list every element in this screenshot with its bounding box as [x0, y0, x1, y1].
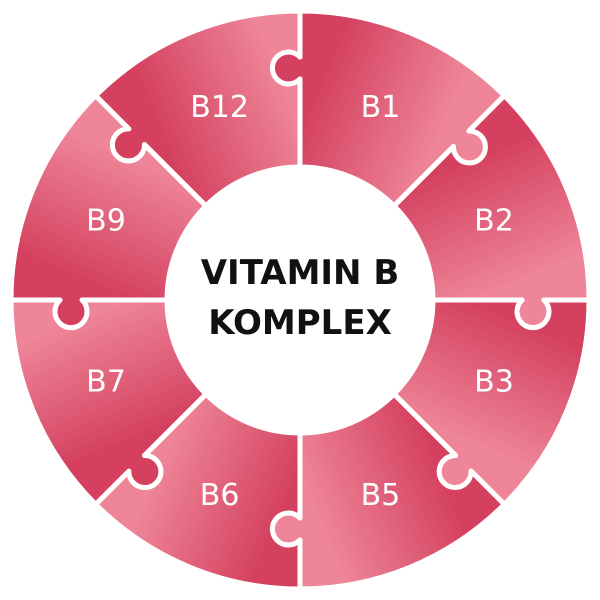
segment-label-b1: B1 [361, 90, 401, 125]
segment-label-b3: B3 [474, 364, 514, 399]
puzzle-segment-b12 [93, 8, 303, 209]
segment-label-b2: B2 [474, 204, 514, 239]
segment-label-b6: B6 [200, 478, 240, 513]
segment-label-b5: B5 [361, 478, 401, 513]
segment-label-b9: B9 [86, 204, 126, 239]
segment-label-b12: B12 [190, 90, 249, 125]
center-circle [167, 167, 433, 433]
segment-label-b7: B7 [86, 364, 126, 399]
center-title-line1: VITAMIN B [201, 253, 400, 293]
puzzle-segments [8, 8, 592, 592]
center-title-line2: KOMPLEX [208, 303, 392, 343]
